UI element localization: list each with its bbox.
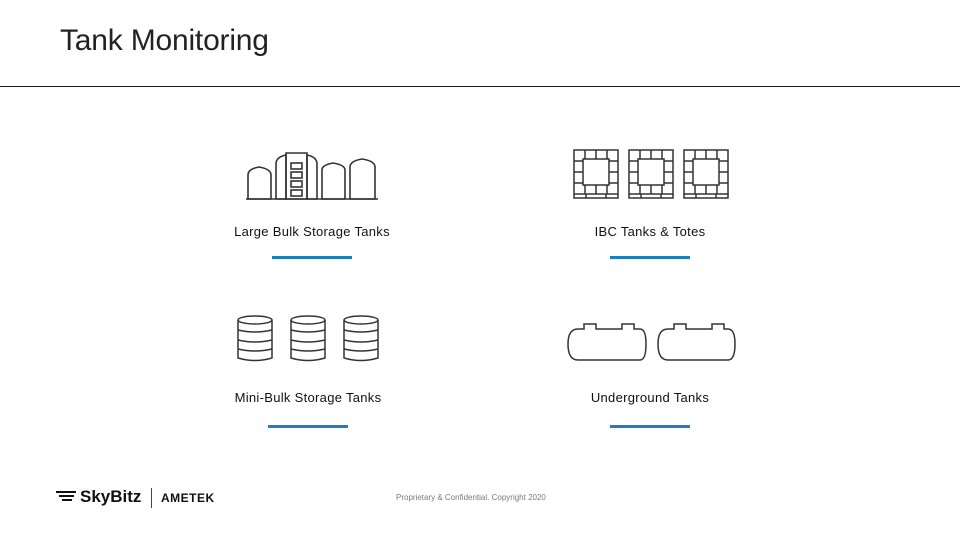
accent-bar [610, 425, 690, 428]
ametek-logo: AMETEK [161, 491, 215, 505]
mini-bulk-storage-tanks-icon [237, 315, 379, 362]
category-label: IBC Tanks & Totes [594, 224, 706, 239]
accent-bar [268, 425, 348, 428]
skybitz-wing-icon [56, 491, 76, 501]
category-label: Mini-Bulk Storage Tanks [234, 390, 382, 405]
large-bulk-storage-tanks-icon [246, 152, 378, 200]
title-divider [0, 86, 960, 87]
skybitz-logo: SkyBitz [56, 487, 141, 507]
copyright-footer: Proprietary & Confidential. Copyright 20… [396, 493, 546, 502]
ibc-totes-icon [573, 149, 729, 199]
accent-bar [610, 256, 690, 259]
logo-divider [151, 488, 152, 508]
accent-bar [272, 256, 352, 259]
page-title: Tank Monitoring [60, 24, 269, 57]
skybitz-wordmark: SkyBitz [80, 487, 142, 506]
category-label: Large Bulk Storage Tanks [234, 224, 390, 239]
category-label: Underground Tanks [590, 390, 710, 405]
underground-tanks-icon [567, 323, 736, 361]
